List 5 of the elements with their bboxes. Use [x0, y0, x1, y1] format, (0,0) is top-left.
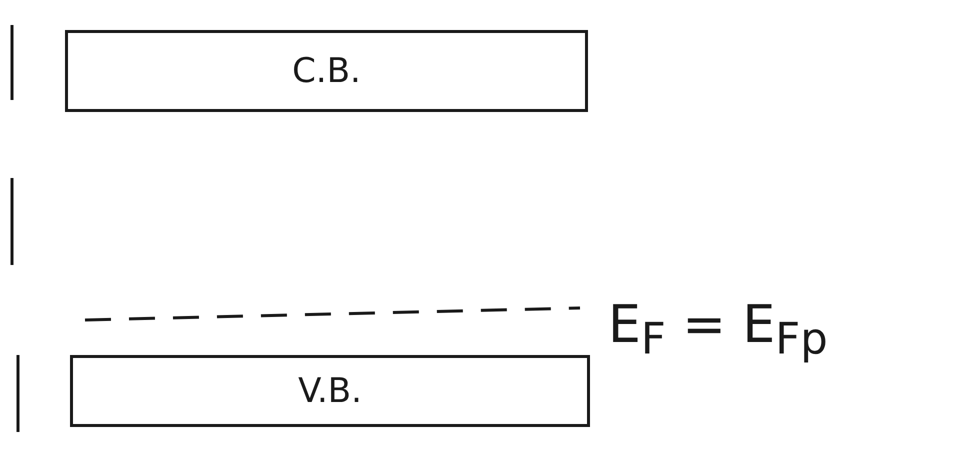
energy-band-box	[65, 30, 588, 112]
fermi-level-label: E$_{F}$ = E$_{Fp}$	[608, 295, 828, 364]
band-label: V.B.	[298, 371, 362, 411]
band-label: C.B.	[292, 51, 361, 91]
energy-band-box	[70, 355, 590, 427]
